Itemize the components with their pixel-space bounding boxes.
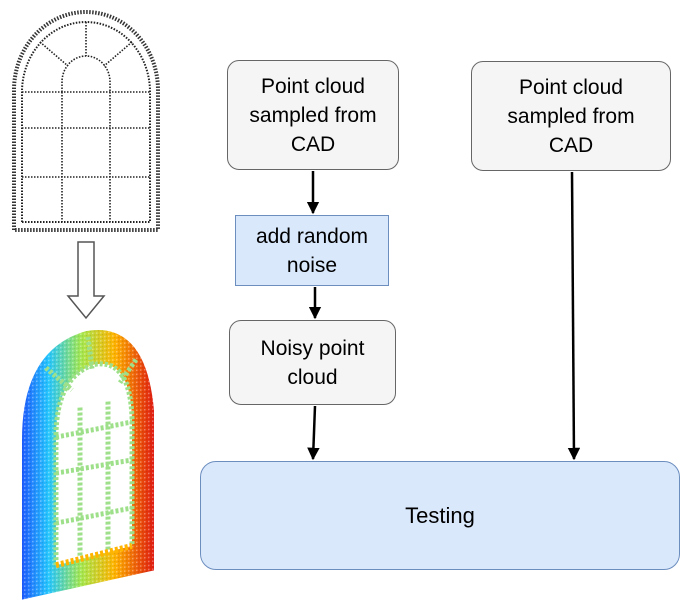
node-noisy-point-cloud: Noisy point cloud — [229, 320, 396, 405]
transform-arrow-icon — [66, 241, 106, 320]
node-add-noise: add random noise — [235, 215, 389, 286]
node-testing: Testing — [200, 461, 680, 570]
cad-window-image — [12, 10, 160, 232]
node-cad-sampled-left: Point cloud sampled from CAD — [227, 60, 399, 170]
edge-cad-to-testing — [567, 171, 581, 461]
edge-noisy-to-testing — [307, 405, 320, 461]
noisy-window-image — [22, 330, 154, 600]
node-label: Point cloud sampled from CAD — [249, 74, 377, 156]
node-label: Noisy point cloud — [260, 336, 365, 389]
node-cad-sampled-right: Point cloud sampled from CAD — [471, 61, 671, 171]
node-label: add random noise — [255, 224, 369, 277]
node-label: Testing — [405, 503, 475, 528]
node-label: Point cloud sampled from CAD — [507, 75, 635, 157]
